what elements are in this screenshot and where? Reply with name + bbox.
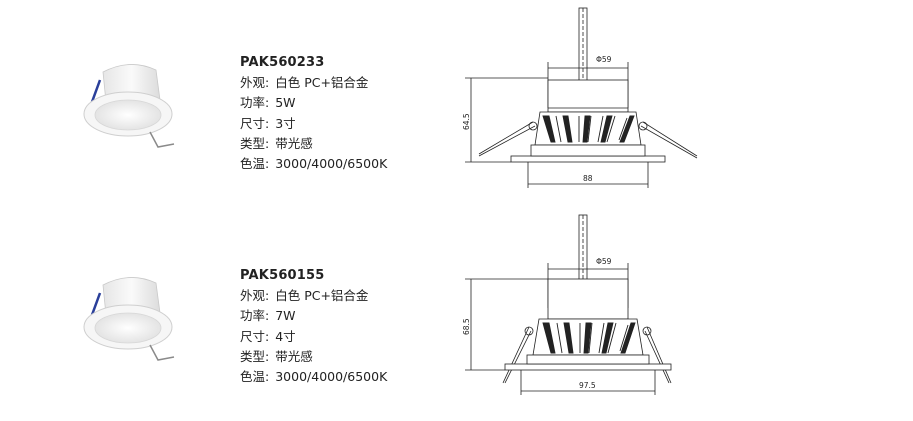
height-label: 68.5 [462,318,471,335]
spec-value: 带光感 [275,348,313,364]
spec-value: 4寸 [275,328,296,344]
spec-list: PAK560155 外观: 白色 PC+铝合金 功率: 7W 尺寸: 4寸 类型: 带光… [240,266,387,387]
spec-value: 带光感 [275,135,313,151]
spec-value: 白色 PC+铝合金 [275,288,369,304]
diameter-label: Φ59 [596,55,612,64]
spec-label: 外观: [240,288,270,304]
spec-label: 色温: [240,156,270,172]
width-label: 97.5 [579,381,596,390]
technical-drawing: Φ59 68.5 97.5 [462,214,672,395]
spec-value: 7W [275,308,296,324]
downlight-photo [83,277,175,361]
spec-label: 尺寸: [240,328,270,344]
product-card-1: PAK560233 外观: 白色 PC+铝合金 功率: 5W 尺寸: 3寸 类型: 带光… [0,0,913,200]
diameter-label: Φ59 [596,257,612,266]
spec-size: 尺寸: 4寸 [240,327,387,347]
spec-appearance: 外观: 白色 PC+铝合金 [240,73,387,93]
height-label: 64.5 [462,113,471,130]
spec-type: 类型: 带光感 [240,347,387,367]
spec-color-temp: 色温: 3000/4000/6500K [240,154,387,174]
spec-label: 色温: [240,369,270,385]
spec-value: 3000/4000/6500K [275,369,388,385]
spec-label: 尺寸: [240,115,270,131]
spec-power: 功率: 7W [240,306,387,326]
model-number: PAK560233 [240,55,325,70]
spec-value: 白色 PC+铝合金 [275,75,369,91]
spec-label: 类型: [240,135,270,151]
model-number: PAK560155 [240,268,325,283]
width-label: 88 [583,174,593,183]
spec-value: 5W [275,95,296,111]
spec-color-temp: 色温: 3000/4000/6500K [240,367,387,387]
spec-appearance: 外观: 白色 PC+铝合金 [240,286,387,306]
spec-size: 尺寸: 3寸 [240,114,387,134]
product-card-2: PAK560155 外观: 白色 PC+铝合金 功率: 7W 尺寸: 4寸 类型: 带光… [0,213,913,413]
spec-label: 外观: [240,75,270,91]
spec-type: 类型: 带光感 [240,134,387,154]
spec-value: 3寸 [275,115,296,131]
downlight-photo [83,64,175,148]
spec-label: 功率: [240,308,270,324]
spec-list: PAK560233 外观: 白色 PC+铝合金 功率: 5W 尺寸: 3寸 类型: 带光… [240,53,387,174]
spec-label: 类型: [240,348,270,364]
technical-drawing: Φ59 64.5 88 [462,7,698,188]
spec-value: 3000/4000/6500K [275,156,388,172]
spec-label: 功率: [240,95,270,111]
spec-power: 功率: 5W [240,93,387,113]
